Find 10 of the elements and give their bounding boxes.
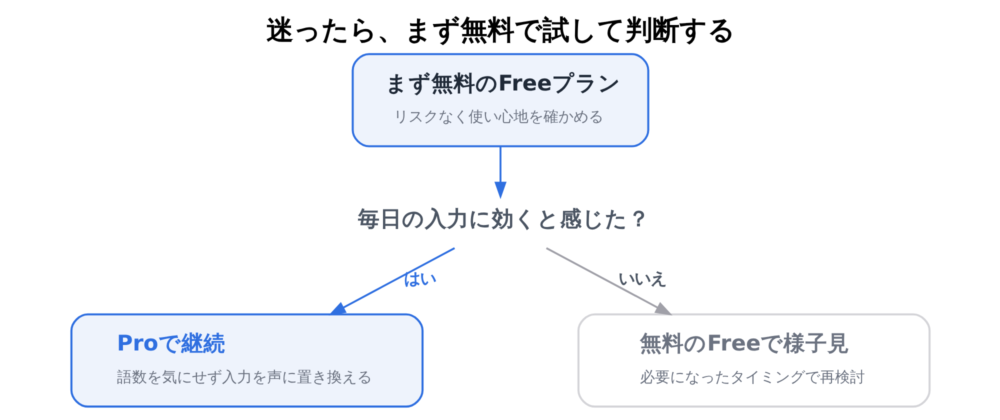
node-text: 毎日の入力に効くと感じた？: [358, 206, 650, 232]
arrow: [545, 247, 672, 316]
diagram-title: 迷ったら、まず無料で試して判断する: [266, 15, 736, 46]
edge-label: はい: [404, 269, 436, 288]
node-box: 無料のFreeで様子見 必要になったタイミングで再検討: [576, 313, 930, 408]
arrow: [328, 247, 455, 316]
arrow: [494, 146, 506, 200]
edge-label: いいえ: [618, 269, 666, 288]
node-box: Proで継続 語数を気にせず入力を声に置き換える: [70, 313, 424, 408]
node-box: まず無料のFreeプラン リスクなく使い心地を確かめる: [351, 53, 649, 148]
